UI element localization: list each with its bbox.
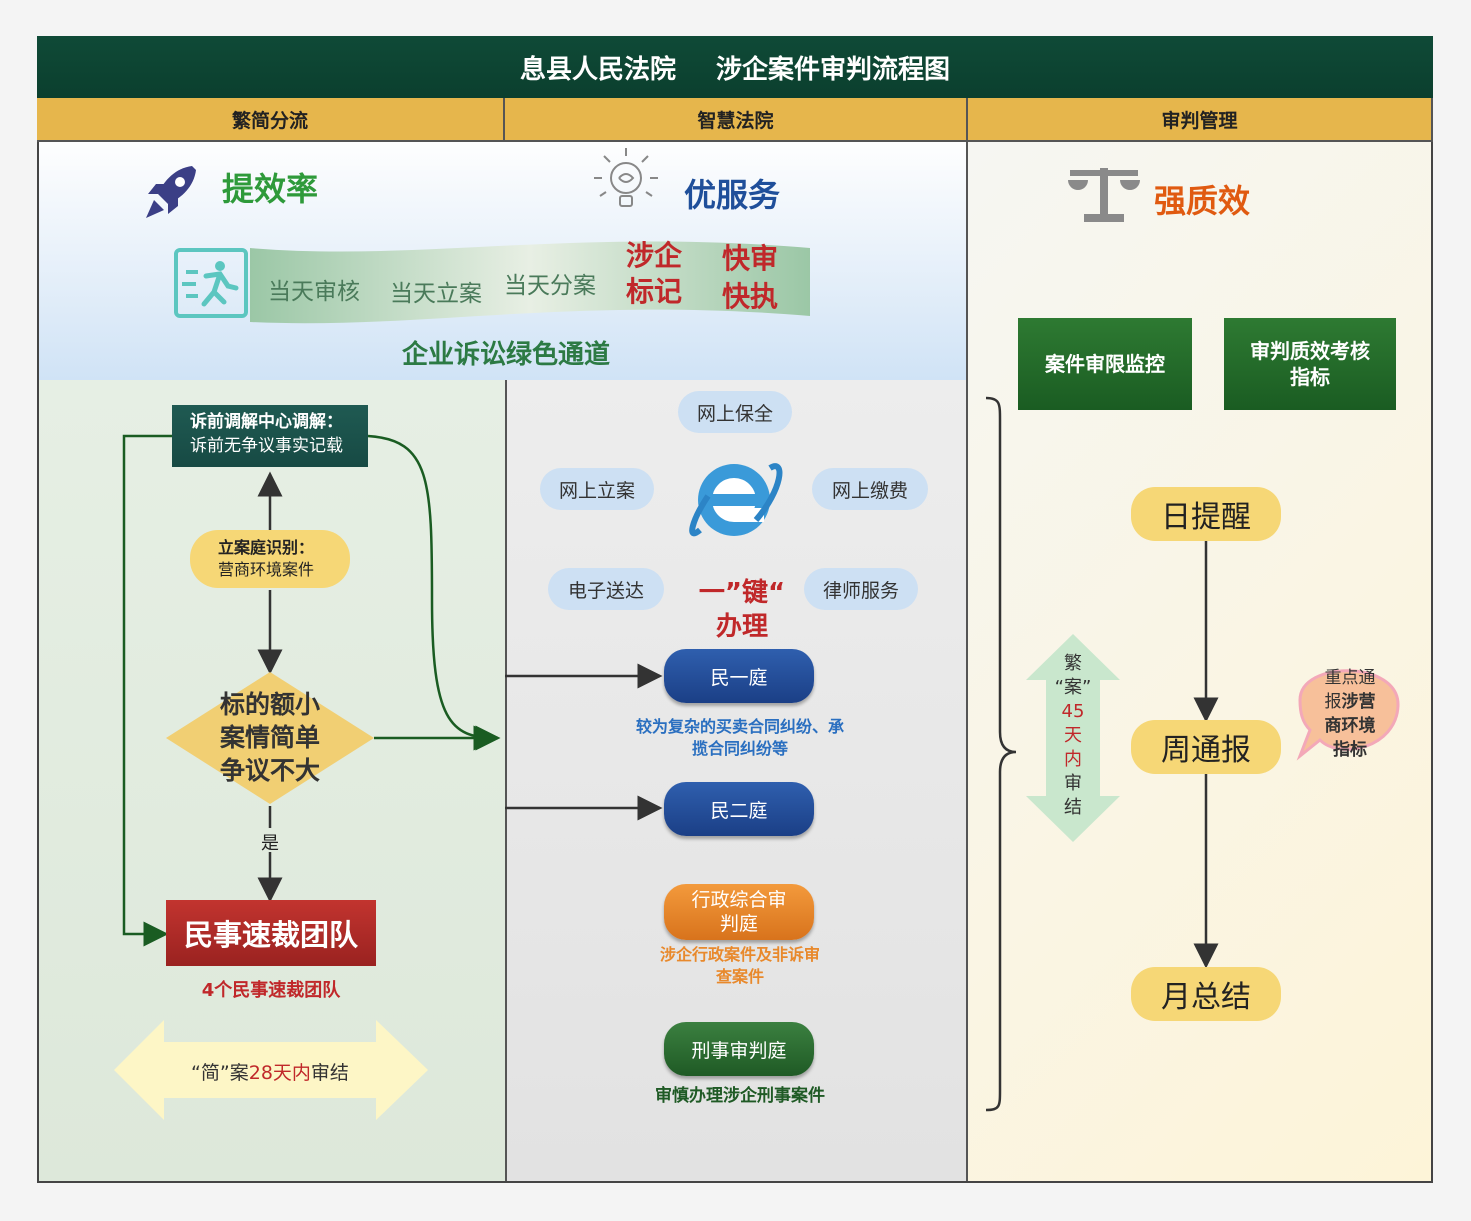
column-header-triage: 繁简分流 — [37, 98, 505, 142]
bubble-line1: 重点通 — [1324, 668, 1376, 688]
banner-mark-line2: 标记 — [626, 275, 683, 308]
bubble-line4: 指标 — [1333, 740, 1367, 760]
banner-mark-line1: 涉企 — [626, 239, 683, 272]
quality-assessment-indicators: 审判质效考核 指标 — [1224, 318, 1396, 410]
assess-line2: 指标 — [1290, 365, 1330, 389]
key-indicator-bubble: 重点通 报涉营 商环境 指标 — [1310, 666, 1390, 762]
frame-right-edge — [1431, 142, 1433, 1183]
bubble-line2a: 报 — [1324, 692, 1342, 712]
banner-same-day-assign: 当天分案 — [504, 273, 596, 299]
simple-case-deadline: “简”案28天内审结 — [164, 1058, 376, 1085]
bubble-line2b: 涉营 — [1341, 692, 1376, 712]
banner-fast-track: 快审 快执 — [722, 240, 778, 316]
internet-explorer-icon — [686, 450, 786, 546]
complex-char-7: 结 — [1064, 797, 1082, 818]
identify-line1: 立案庭识别： — [218, 538, 315, 557]
headline-service: 优服务 — [684, 176, 781, 214]
monthly-summary: 月总结 — [1131, 967, 1281, 1021]
complex-char-5: 内 — [1064, 749, 1082, 770]
fast-track-team-caption: 4个民事速裁团队 — [201, 980, 341, 1001]
assess-line1: 审判质效考核 — [1250, 339, 1370, 363]
banner-fast-line1: 快审 — [722, 242, 779, 275]
running-person-icon — [174, 248, 248, 318]
complex-char-4: 天 — [1064, 725, 1082, 746]
diamond-line3: 争议不大 — [219, 756, 320, 785]
simple-days: 28天内 — [248, 1062, 311, 1084]
yes-label: 是 — [261, 833, 279, 854]
headline-efficiency: 提效率 — [222, 170, 319, 208]
title-court: 息县人民法院 — [519, 54, 676, 85]
title-process: 涉企案件审判流程图 — [716, 54, 951, 85]
banner-enterprise-mark: 涉企 标记 — [626, 238, 682, 310]
frame-left-edge — [37, 142, 39, 1183]
administrative-division-caption: 涉企行政案件及非诉审 查案件 — [630, 944, 850, 988]
bubble-line3: 商环境 — [1324, 716, 1376, 736]
lawyer-service-pill: 律师服务 — [804, 568, 918, 610]
criminal-division: 刑事审判庭 — [664, 1022, 814, 1076]
complex-char-2: “案” — [1054, 677, 1092, 698]
admin-caption-line2: 查案件 — [715, 967, 764, 986]
civil-fast-track-team: 民事速裁团队 — [166, 900, 376, 966]
banner-same-day-filing: 当天立案 — [390, 281, 482, 307]
civil1-caption-line2: 揽合同纠纷等 — [691, 739, 788, 758]
green-channel-banner — [170, 232, 820, 332]
e-delivery-pill: 电子送达 — [548, 568, 664, 610]
column-header-trial-management: 审判管理 — [968, 98, 1433, 142]
banner-same-day-review: 当天审核 — [268, 279, 360, 305]
pre-litigation-mediation-box: 诉前调解中心调解： 诉前无争议事实记载 — [172, 405, 368, 467]
civil-division-1: 民一庭 — [664, 649, 814, 703]
banner-fast-line2: 快执 — [722, 280, 779, 313]
simple-prefix: “简”案 — [191, 1062, 249, 1084]
criminal-division-caption: 审慎办理涉企刑事案件 — [655, 1086, 825, 1106]
administrative-division: 行政综合审 判庭 — [664, 884, 814, 940]
weekly-report: 周通报 — [1131, 720, 1281, 774]
complex-char-3: 45 — [1061, 701, 1085, 722]
civil-division-2: 民二庭 — [664, 782, 814, 836]
frame-bottom-edge — [37, 1181, 1433, 1183]
one-key-service-label: 一”键“ 办理 — [684, 576, 800, 644]
online-payment-pill: 网上缴费 — [812, 468, 928, 510]
rocket-icon — [140, 160, 204, 224]
green-channel-title: 企业诉讼绿色通道 — [402, 340, 611, 370]
online-preservation-pill: 网上保全 — [678, 391, 792, 433]
mediation-line2: 诉前无争议事实记载 — [190, 436, 343, 456]
one-key-line2: 办理 — [715, 612, 768, 642]
admin-caption-line1: 涉企行政案件及非诉审 — [659, 945, 820, 964]
column-header-smart-court: 智慧法院 — [505, 98, 968, 142]
one-key-line1: 一”键“ — [698, 578, 786, 608]
headline-quality: 强质效 — [1154, 182, 1251, 220]
mediation-line1: 诉前调解中心调解： — [190, 412, 343, 432]
diagram-title: 息县人民法院 涉企案件审判流程图 — [37, 36, 1433, 98]
admin-line1: 行政综合审 — [691, 889, 787, 911]
column-divider — [966, 142, 968, 1183]
scales-icon — [1066, 160, 1142, 226]
daily-reminder: 日提醒 — [1131, 487, 1281, 541]
complex-char-6: 审 — [1064, 773, 1082, 794]
diamond-line2: 案情简单 — [219, 723, 320, 752]
diamond-line1: 标的额小 — [219, 690, 320, 719]
simple-suffix: 审结 — [310, 1062, 349, 1084]
lightbulb-icon — [586, 146, 666, 216]
online-filing-pill: 网上立案 — [540, 468, 654, 510]
complex-case-deadline: 繁 “案” 45 天 内 审 结 — [1046, 652, 1100, 820]
civil-division-1-caption: 较为复杂的买卖合同纠纷、承 揽合同纠纷等 — [610, 716, 870, 760]
filing-identification-box: 立案庭识别： 营商环境案件 — [190, 530, 350, 588]
complex-char-1: 繁 — [1064, 653, 1082, 674]
simple-case-criteria: 标的额小 案情简单 争议不大 — [200, 688, 340, 787]
identify-line2: 营商环境案件 — [218, 560, 315, 579]
case-deadline-monitoring: 案件审限监控 — [1018, 318, 1192, 410]
admin-line2: 判庭 — [719, 913, 758, 935]
civil1-caption-line1: 较为复杂的买卖合同纠纷、承 — [635, 717, 844, 736]
